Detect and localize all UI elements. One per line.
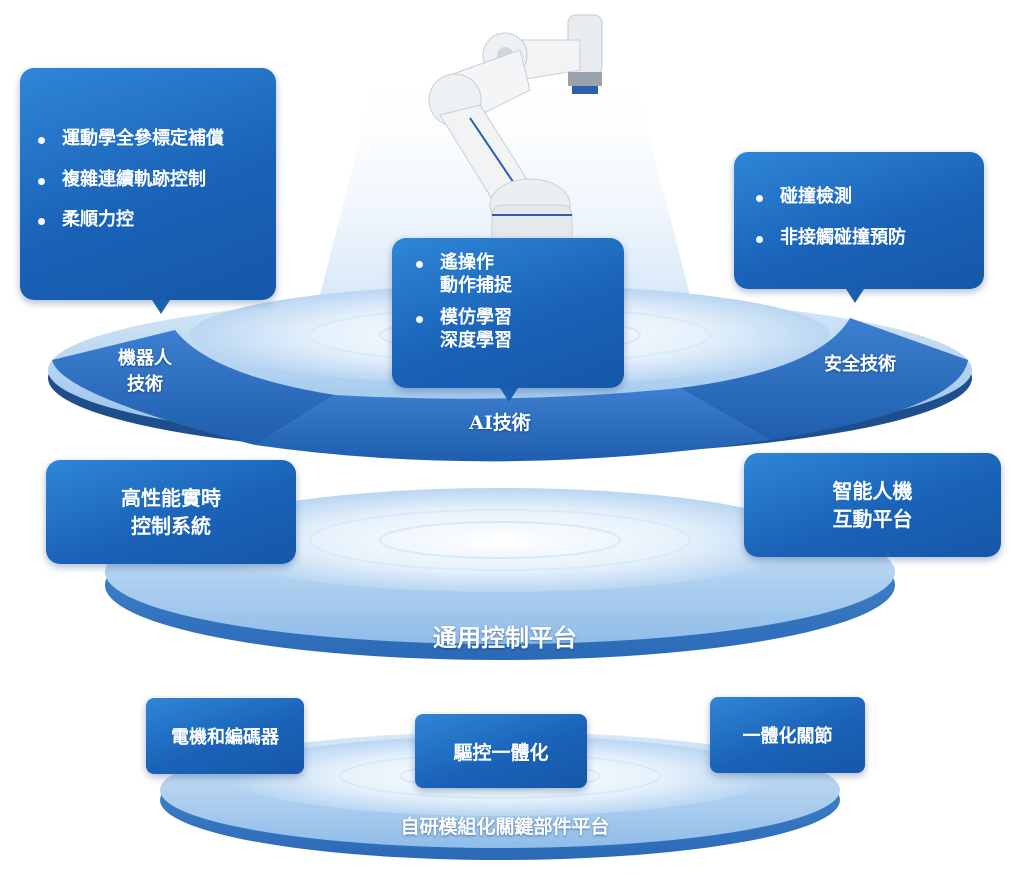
middle-ring [105, 488, 895, 660]
sector-label-robot: 機器人 技術 [118, 348, 172, 396]
sector-label-safety: 安全技術 [824, 354, 896, 375]
hmi-platform-box: 智能人機 互動平台 [744, 453, 1001, 557]
safety-tech-item: 碰撞檢測 [748, 186, 984, 209]
callout-robot-tech: 運動學全參標定補償 複雜連續軌跡控制 柔順力控 [20, 68, 276, 314]
sector-robot [52, 330, 335, 445]
drive-control-box: 驅控一體化 [415, 714, 587, 788]
motor-encoder-box: 電機和編碼器 [146, 698, 304, 774]
robot-tech-item: 柔順力控 [30, 209, 276, 232]
callout-ai-tech: 遙操作 動作捕捉 模仿學習 深度學習 [392, 238, 624, 402]
robot-arm-icon [428, 14, 603, 261]
callout-safety-tech: 碰撞檢測 非接觸碰撞預防 [734, 152, 984, 303]
realtime-control-box: 高性能實時 控制系統 [46, 460, 296, 564]
sector-ai [255, 388, 770, 462]
robot-tech-item: 複雜連續軌跡控制 [30, 169, 276, 192]
ai-tech-item: 模仿學習 深度學習 [408, 307, 624, 352]
modular-component-platform-label: 自研模組化關鍵部件平台 [400, 816, 610, 838]
ai-tech-item: 遙操作 動作捕捉 [408, 252, 624, 297]
robot-tech-item: 運動學全參標定補償 [30, 128, 276, 151]
sector-safety [680, 318, 968, 440]
general-control-platform-label: 通用控制平台 [433, 623, 577, 652]
safety-tech-item: 非接觸碰撞預防 [748, 227, 984, 250]
integrated-joint-box: 一體化關節 [710, 697, 865, 773]
sector-label-ai: AI技術 [469, 412, 531, 434]
